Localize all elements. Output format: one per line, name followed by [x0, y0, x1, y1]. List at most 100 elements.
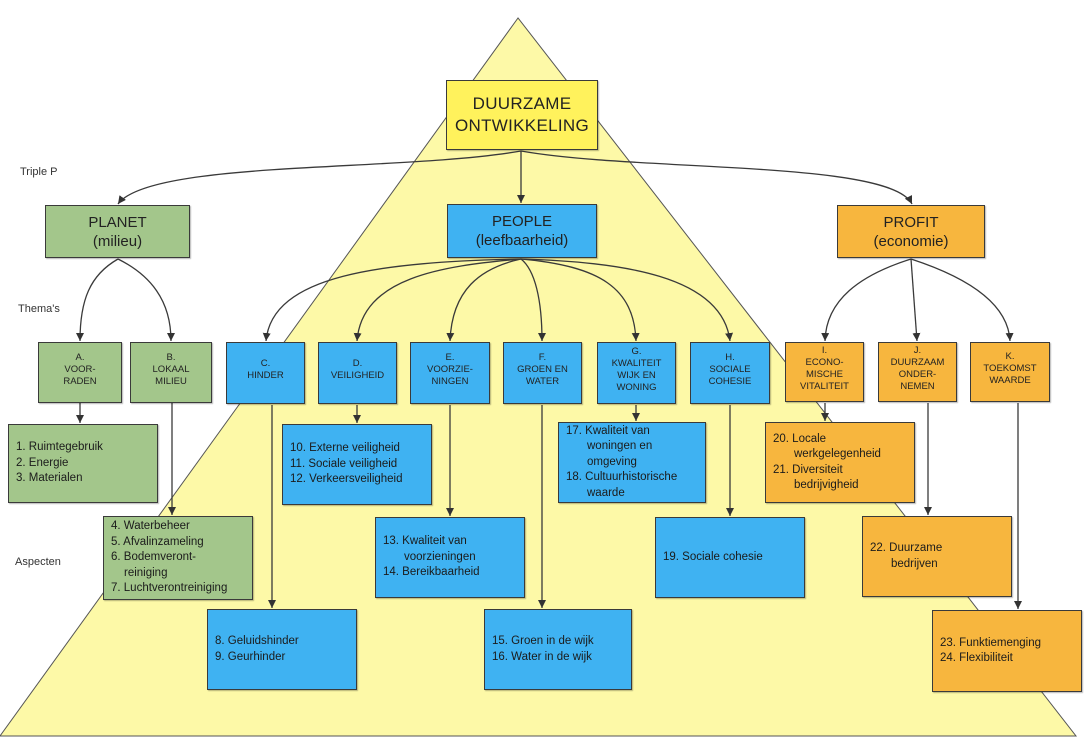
arrow-profit-to-j	[910, 258, 921, 342]
theme-line: VITALITEIT	[800, 381, 849, 392]
theme-line: LOKAAL	[152, 363, 190, 375]
aspects-23-24: 23. Funktiemenging 24. Flexibiliteit	[932, 610, 1082, 692]
theme-line: HINDER	[247, 370, 284, 381]
theme-d-veiligheid: D. VEILIGHEID	[318, 342, 397, 404]
aspect-line: 2. Energie	[16, 456, 69, 469]
label-triple-p: Triple P	[20, 166, 58, 178]
arrow-people-to-e	[446, 258, 522, 342]
theme-letter: B.	[166, 351, 176, 363]
theme-line: MISCHE	[806, 369, 843, 380]
aspect-line: bedrijven	[891, 557, 938, 570]
aspects-1-3: 1. Ruimtegebruik 2. Energie 3. Materiale…	[8, 424, 158, 503]
aspect-line: voorzieningen	[404, 550, 476, 563]
aspect-line: 16. Water in de wijk	[492, 650, 592, 663]
aspects-13-14: 13. Kwaliteit van voorzieningen 14. Bere…	[375, 517, 525, 598]
aspect-line: 14. Bereikbaarheid	[383, 566, 480, 579]
theme-i-economische-vitaliteit: I. ECONO- MISCHE VITALITEIT	[785, 342, 864, 402]
theme-line: WONING	[616, 382, 657, 393]
pillar-subtitle: (economie)	[873, 232, 949, 250]
theme-g-kwaliteit-wijk-en-woning: G. KWALITEIT WIJK EN WONING	[597, 342, 676, 404]
arrow-people-to-d	[353, 258, 522, 342]
theme-line: NEMEN	[900, 381, 935, 392]
pillar-people: PEOPLE (leefbaarheid)	[447, 204, 597, 258]
arrow-people-to-h	[520, 258, 733, 342]
arrow-people-to-f	[520, 258, 546, 342]
aspect-line: 15. Groen in de wijk	[492, 635, 594, 647]
theme-line: ECONO-	[805, 357, 844, 368]
aspect-line: 8. Geluidshinder	[215, 635, 299, 647]
theme-c-hinder: C. HINDER	[226, 342, 305, 404]
theme-letter: K.	[1005, 351, 1015, 362]
aspects-15-16: 15. Groen in de wijk 16. Water in de wij…	[484, 609, 632, 690]
aspect-line: 20. Locale	[773, 432, 827, 445]
theme-k-toekomstwaarde: K. TOEKOMST WAARDE	[970, 342, 1050, 402]
aspect-line: 24. Flexibiliteit	[940, 652, 1013, 664]
arrow-people-to-c	[262, 258, 522, 342]
theme-b-lokaal-milieu: B. LOKAAL MILIEU	[130, 342, 212, 403]
aspect-line: reiniging	[124, 566, 168, 579]
pillar-planet: PLANET (milieu)	[45, 205, 190, 258]
pillar-subtitle: (milieu)	[92, 232, 143, 250]
aspect-line: 22. Duurzame	[870, 542, 943, 554]
aspect-19: 19. Sociale cohesie	[655, 517, 805, 598]
theme-line: DUURZAAM	[890, 357, 945, 368]
aspect-line: woningen en	[587, 440, 653, 453]
theme-letter: A.	[75, 351, 85, 363]
theme-line: COHESIE	[708, 376, 752, 387]
aspects-10-12: 10. Externe veiligheid 11. Sociale veili…	[282, 424, 432, 505]
label-aspecten: Aspecten	[15, 556, 61, 568]
theme-line: WATER	[525, 376, 560, 387]
theme-line: KWALITEIT	[611, 358, 662, 369]
aspect-line: werkgelegenheid	[794, 448, 881, 460]
pillar-title: PROFIT	[883, 213, 939, 231]
theme-line: WIJK EN	[617, 370, 656, 381]
aspect-line: 4. Waterbeheer	[111, 520, 190, 533]
aspect-line: 6. Bodemveront-	[111, 551, 197, 564]
theme-e-voorzieningen: E. VOORZIE- NINGEN	[410, 342, 490, 404]
theme-letter: G.	[631, 346, 642, 357]
aspect-line: 21. Diversiteit	[773, 463, 843, 476]
theme-letter: D.	[352, 358, 363, 369]
arrow-people-to-g	[520, 258, 640, 342]
theme-line: VEILIGHEID	[330, 370, 385, 381]
aspect-line: 23. Funktiemenging	[940, 636, 1042, 649]
aspect-line: 10. Externe veiligheid	[290, 442, 400, 455]
aspect-line: 11. Sociale veiligheid	[290, 457, 398, 470]
theme-j-duurzaam-ondernemen: J. DUURZAAM ONDER- NEMEN	[878, 342, 957, 402]
aspect-line: 5. Afvalinzameling	[111, 535, 204, 548]
arrow-profit-to-k	[910, 258, 1014, 342]
arrow-planet-to-a	[76, 258, 119, 342]
theme-line: RADEN	[63, 375, 97, 387]
arrow-planet-to-b	[117, 258, 175, 342]
theme-line: SOCIALE	[709, 364, 751, 375]
aspect-line: omgeving	[587, 455, 637, 468]
theme-letter: F.	[538, 352, 547, 363]
pillar-title: PLANET	[88, 213, 147, 231]
theme-h-sociale-cohesie: H. SOCIALE COHESIE	[690, 342, 770, 404]
aspect-line: 13. Kwaliteit van	[383, 535, 467, 548]
aspect-line: 7. Luchtverontreiniging	[111, 582, 228, 595]
top-line: ONTWIKKELING	[455, 116, 589, 135]
theme-line: MILIEU	[155, 375, 187, 387]
aspect-line: 18. Cultuurhistorische	[566, 471, 678, 484]
label-themas: Thema's	[18, 303, 60, 315]
theme-line: TOEKOMST	[983, 363, 1037, 374]
theme-line: ONDER-	[898, 369, 937, 380]
aspect-line: 3. Materialen	[16, 472, 83, 485]
top-line: DUURZAME	[472, 94, 572, 113]
theme-line: GROEN EN	[517, 364, 568, 375]
aspect-22: 22. Duurzame bedrijven	[862, 516, 1012, 597]
theme-line: NINGEN	[431, 376, 469, 387]
aspect-line: 17. Kwaliteit van	[566, 424, 650, 437]
pillar-title: PEOPLE	[491, 213, 553, 230]
aspect-line: 9. Geurhinder	[215, 650, 286, 663]
theme-line: VOORZIE-	[427, 364, 473, 375]
aspects-17-18: 17. Kwaliteit van woningen en omgeving 1…	[558, 422, 706, 503]
theme-letter: E.	[445, 352, 455, 363]
theme-f-groen-en-water: F. GROEN EN WATER	[503, 342, 582, 404]
theme-line: VOOR-	[64, 363, 96, 375]
arrow-top-to-planet	[117, 150, 522, 205]
duurzame-ontwikkeling-box: DUURZAME ONTWIKKELING	[446, 80, 598, 150]
aspects-4-7: 4. Waterbeheer 5. Afvalinzameling 6. Bod…	[103, 516, 253, 600]
